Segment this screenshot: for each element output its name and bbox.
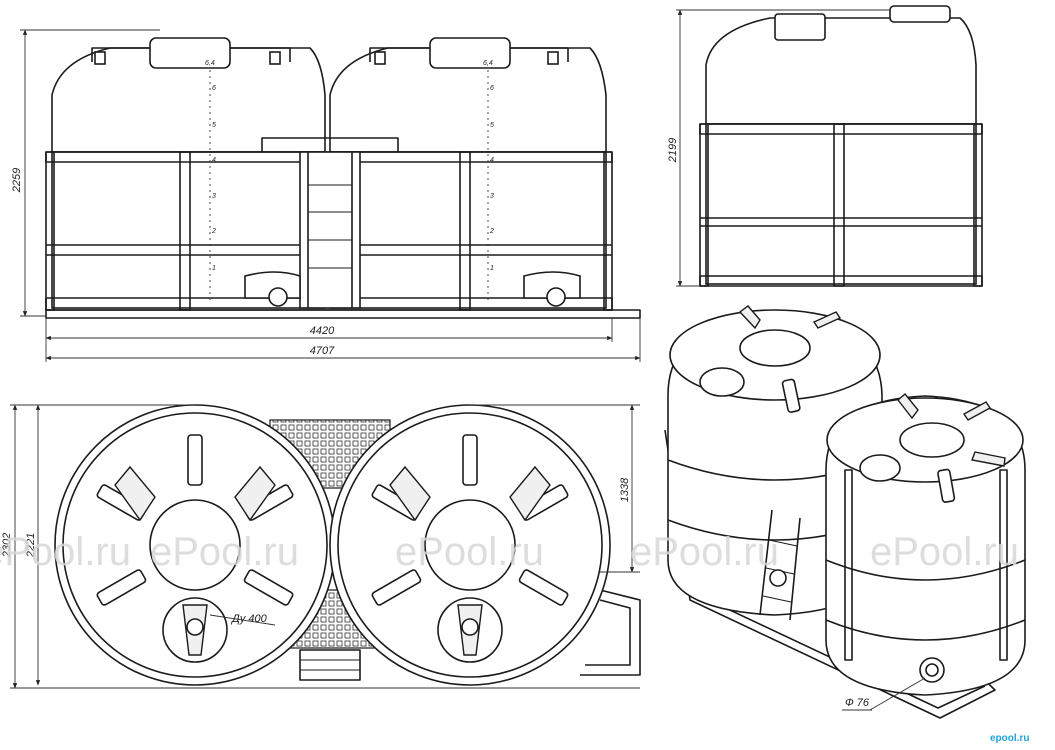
scale-left-5: 5 xyxy=(212,122,216,129)
label-outlet: Ф 76 xyxy=(845,697,870,709)
watermark-1: ePool.ru xyxy=(0,530,131,574)
scale-left-4: 4 xyxy=(212,157,216,164)
watermark-3: ePool.ru xyxy=(395,530,544,574)
dim-top-outer-depth: 2302 xyxy=(1,533,13,558)
dim-top-inner-depth: 2221 xyxy=(25,533,37,558)
scale-right-6: 6 xyxy=(490,85,494,92)
scale-right-1: 1 xyxy=(490,265,494,272)
scale-left-top: 6,4 xyxy=(205,60,215,67)
dim-front-outer-width: 4707 xyxy=(310,345,335,357)
scale-right-4: 4 xyxy=(490,157,494,164)
scale-right-top: 6,4 xyxy=(483,60,493,67)
label-hatch: Ду 400 xyxy=(230,613,268,625)
scale-right-2: 2 xyxy=(489,228,494,235)
scale-left-6: 6 xyxy=(212,85,216,92)
front-view: 6 5 4 3 2 1 6,4 6 5 4 3 2 1 6,4 2259 442… xyxy=(11,29,641,362)
watermarks: ePool.ru ePool.ru ePool.ru ePool.ru ePoo… xyxy=(0,530,1019,574)
scale-left-2: 2 xyxy=(211,228,216,235)
watermark-2: ePool.ru xyxy=(150,530,299,574)
side-view: 2199 xyxy=(667,5,983,287)
watermark-4: ePool.ru xyxy=(630,530,779,574)
dim-front-height: 2259 xyxy=(11,168,23,193)
scale-left-3: 3 xyxy=(212,193,216,200)
scale-left-1: 1 xyxy=(212,265,216,272)
scale-right-3: 3 xyxy=(490,193,494,200)
dim-front-inner-width: 4420 xyxy=(310,325,335,337)
top-view: Ду 400 2302 2221 1338 xyxy=(1,404,641,689)
watermark-5: ePool.ru xyxy=(870,530,1019,574)
scale-right-5: 5 xyxy=(490,122,494,129)
dim-side-height: 2199 xyxy=(667,138,679,163)
brand-logo: epool.ru xyxy=(990,733,1029,744)
isometric-view: Ф 76 xyxy=(664,305,1026,719)
dim-top-partial: 1338 xyxy=(619,477,631,502)
